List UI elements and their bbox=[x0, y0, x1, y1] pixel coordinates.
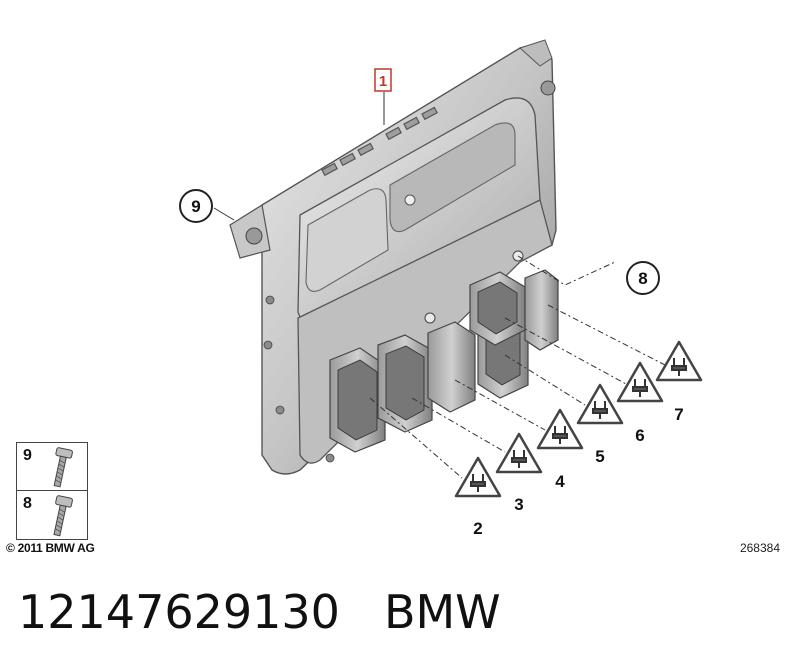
legend-label: 8 bbox=[23, 495, 32, 512]
drawing-id: 268384 bbox=[739, 541, 780, 555]
legend-item-9: 9 bbox=[17, 443, 87, 491]
footer-caption: 12147629130 BMW bbox=[18, 585, 501, 639]
callout-5: 5 bbox=[595, 447, 604, 466]
part-number: 12147629130 bbox=[18, 585, 340, 639]
plug-warning-icon bbox=[536, 408, 584, 450]
legend-item-8: 8 bbox=[17, 491, 87, 538]
callout-labels: 2 3 4 5 6 7 bbox=[473, 405, 683, 538]
circled-callout-8: 8 bbox=[626, 261, 660, 295]
connector-socket-2 bbox=[329, 347, 386, 453]
ecu-exploded-diagram: 2 3 4 5 6 7 9 8 1 bbox=[179, 39, 703, 538]
leader-lines bbox=[213, 92, 666, 479]
connector-socket-3 bbox=[377, 334, 433, 433]
legend-label: 9 bbox=[23, 447, 32, 464]
connector-socket-7 bbox=[524, 269, 559, 351]
plug-warning-icon bbox=[655, 340, 703, 382]
connector-socket-4 bbox=[427, 321, 476, 413]
circled-callout-9: 9 bbox=[179, 189, 213, 223]
copyright-notice: © 2011 BMW AG bbox=[6, 541, 95, 555]
callout-2: 2 bbox=[473, 519, 482, 538]
connector-socket-6 bbox=[469, 271, 526, 346]
connector-sockets bbox=[329, 269, 559, 453]
callout-7: 7 bbox=[674, 405, 683, 424]
bolt-icon bbox=[53, 495, 73, 537]
fastener-legend: 9 8 bbox=[16, 442, 88, 540]
plug-warning-icon bbox=[495, 432, 543, 474]
plug-warning-icon bbox=[616, 361, 664, 403]
callout-9: 9 bbox=[191, 197, 200, 216]
callout-8: 8 bbox=[638, 269, 647, 288]
callout-4: 4 bbox=[555, 472, 565, 491]
bolt-icon bbox=[53, 447, 73, 488]
plug-warning-icon bbox=[454, 456, 502, 498]
callout-6: 6 bbox=[635, 426, 644, 445]
plug-warning-icon bbox=[576, 383, 624, 425]
callout-3: 3 bbox=[514, 495, 523, 514]
brand-name: BMW bbox=[383, 585, 501, 639]
connector-warning-triangles bbox=[454, 340, 703, 498]
part-callout-1: 1 bbox=[374, 68, 392, 92]
callout-1: 1 bbox=[379, 73, 387, 90]
